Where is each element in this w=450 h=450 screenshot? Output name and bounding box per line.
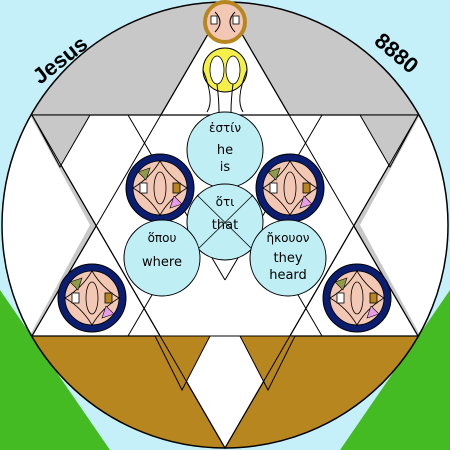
word-circle-ekouon: ἤκουον they heard [249, 219, 327, 297]
english-line1: that [212, 218, 238, 233]
greek-word: ἤκουον [266, 231, 309, 245]
top-ornament [203, 0, 247, 44]
wheel-ornament-icon [255, 153, 325, 223]
right-white-panel [360, 115, 448, 335]
word-circle-esti: ἐστίν he is [186, 111, 264, 189]
wheel-ornament-icon [125, 153, 195, 223]
greek-word: ὅτι [216, 195, 235, 209]
wheel-ornament-icon [322, 263, 392, 333]
english-line2: heard [269, 268, 307, 283]
wheel-ornament-icon [57, 263, 127, 333]
word-circle-hopou: ὅπου where [123, 219, 201, 297]
greek-word: ἐστίν [209, 121, 241, 135]
greek-word: ὅπου [148, 231, 177, 245]
english-line1: where [142, 255, 182, 270]
flower-ornament [202, 47, 248, 113]
english-line1: he [217, 143, 233, 158]
left-white-panel [2, 115, 90, 335]
english-line2: is [220, 160, 231, 175]
english-line1: they [273, 251, 302, 266]
word-circle-hoti: ὅτι that [186, 183, 264, 261]
